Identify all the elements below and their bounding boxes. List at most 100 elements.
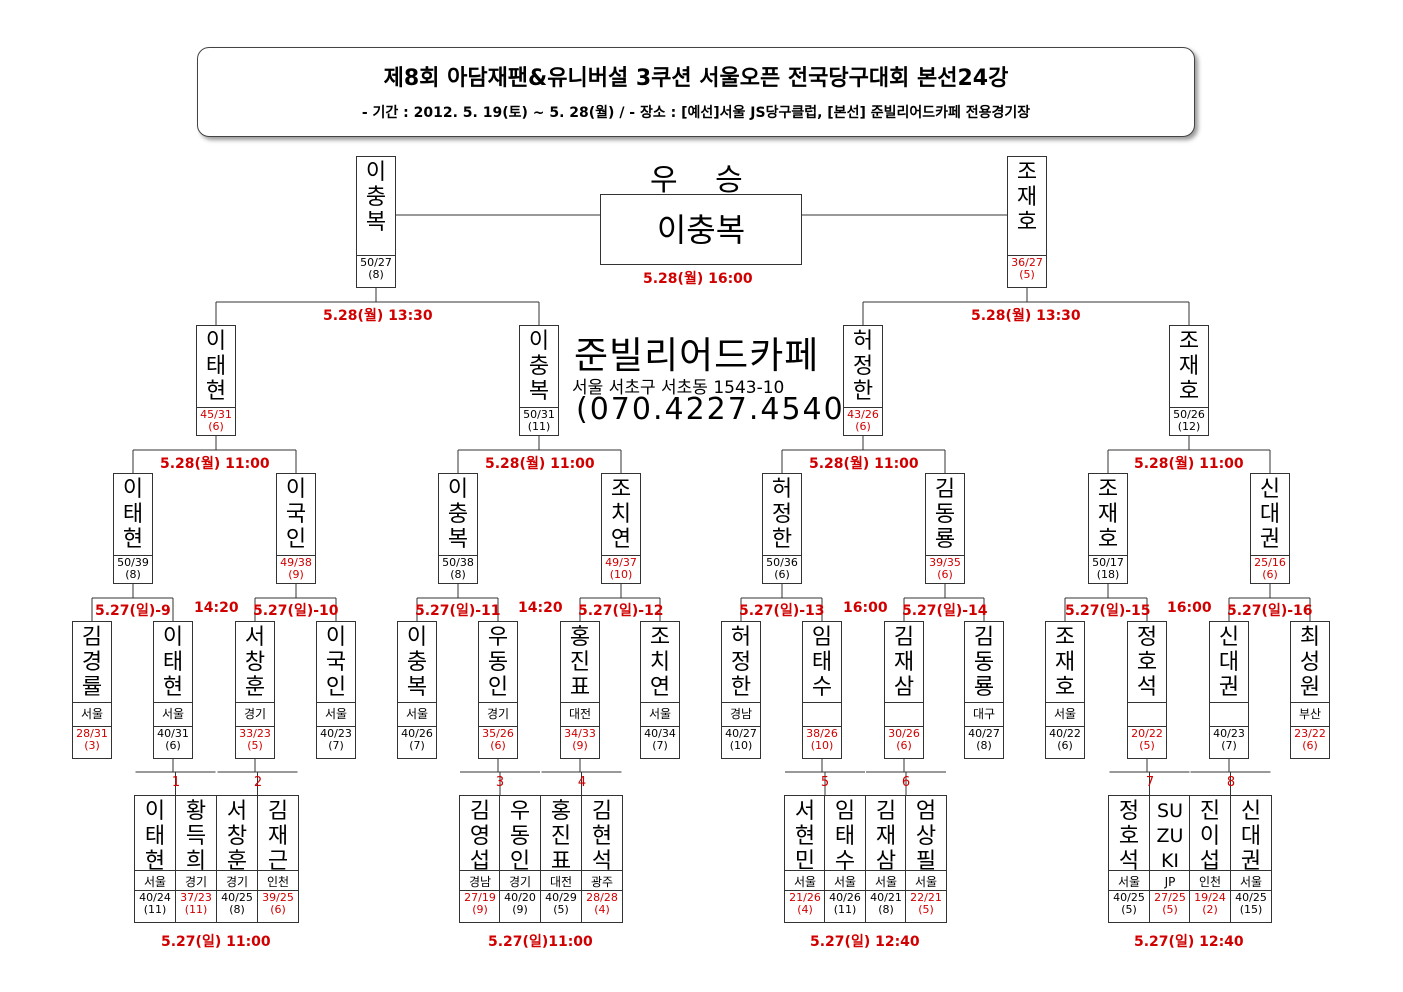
player-score: 40/26(11) bbox=[825, 890, 865, 924]
player-score: 23/22(6) bbox=[1291, 726, 1329, 760]
player-region: 경기 bbox=[500, 870, 540, 890]
player-score: 45/31(6) bbox=[197, 407, 235, 437]
round16-time: 16:00 bbox=[1167, 600, 1212, 616]
player-score: 50/36(6) bbox=[763, 555, 801, 585]
semifinal-label: 5.28(월) 13:30 bbox=[971, 308, 1081, 324]
final-time: 5.28(월) 16:00 bbox=[643, 271, 753, 287]
player-region: 경기 bbox=[217, 870, 257, 890]
player-score: 40/24(11) bbox=[135, 890, 175, 924]
player-region: 서울 bbox=[1109, 870, 1149, 890]
player-score: 40/34(7) bbox=[641, 726, 679, 760]
player-score: 21/26(4) bbox=[785, 890, 825, 924]
player-region: 서울 bbox=[641, 702, 679, 726]
player-score: 40/22(6) bbox=[1046, 726, 1084, 760]
player-score: 28/31(3) bbox=[73, 726, 111, 760]
player-score: 20/22(5) bbox=[1128, 726, 1166, 760]
round16-time: 14:20 bbox=[518, 600, 563, 616]
player-region: 서울 bbox=[1231, 870, 1271, 890]
champion-box: 이충복 bbox=[600, 194, 802, 265]
player-score: 27/19(9) bbox=[460, 890, 500, 924]
player-score: 40/21(8) bbox=[866, 890, 906, 924]
player-score: 40/25(15) bbox=[1231, 890, 1271, 924]
round24-time: 5.27(일) 12:40 bbox=[1134, 934, 1244, 950]
page-subtitle: - 기간 : 2012. 5. 19(토) ~ 5. 28(월) / - 장소 … bbox=[361, 105, 1031, 121]
game-number: 6 bbox=[901, 775, 911, 790]
player-score: 50/27(8) bbox=[357, 255, 395, 289]
player-score: 50/26(12) bbox=[1170, 407, 1208, 437]
page-title: 제8회 아담재팬&유니버설 3쿠션 서울오픈 전국당구대회 본선24강 bbox=[383, 66, 1009, 91]
player-score: 35/26(6) bbox=[479, 726, 517, 760]
player-region: 경기 bbox=[176, 870, 216, 890]
player-region: 인천 bbox=[1190, 870, 1230, 890]
round16-label: 5.27(일)-13 bbox=[739, 603, 825, 619]
round24-time: 5.27(일) 12:40 bbox=[810, 934, 920, 950]
player-score: 40/26(7) bbox=[398, 726, 436, 760]
game-number: 8 bbox=[1226, 775, 1236, 790]
round8-label: 5.28(월) 11:00 bbox=[485, 456, 595, 472]
player-score: 33/23(5) bbox=[236, 726, 274, 760]
player-score: 40/25(8) bbox=[217, 890, 257, 924]
game-number: 3 bbox=[495, 775, 505, 790]
player-score: 40/31(6) bbox=[154, 726, 192, 760]
player-score: 49/37(10) bbox=[602, 555, 640, 585]
player-score: 40/25(5) bbox=[1109, 890, 1149, 924]
venue-phone: (070.4227.4540) bbox=[576, 392, 859, 427]
player-region: JP bbox=[1150, 870, 1190, 890]
player-region: 광주 bbox=[582, 870, 622, 890]
round16-time: 16:00 bbox=[843, 600, 888, 616]
player-region: 서울 bbox=[317, 702, 355, 726]
round24-time: 5.27(일) 11:00 bbox=[161, 934, 271, 950]
player-score: 39/25(6) bbox=[258, 890, 298, 924]
player-region: 경기 bbox=[479, 702, 517, 726]
player-score: 25/16(6) bbox=[1251, 555, 1289, 585]
player-score: 19/24(2) bbox=[1190, 890, 1230, 924]
player-region: 대전 bbox=[541, 870, 581, 890]
player-region: 서울 bbox=[785, 870, 825, 890]
game-number: 4 bbox=[577, 775, 587, 790]
round16-label: 5.27(일)-11 bbox=[415, 603, 501, 619]
game-number: 7 bbox=[1145, 775, 1155, 790]
champion-label: 우 승 bbox=[650, 163, 757, 198]
player-region bbox=[1128, 702, 1166, 726]
